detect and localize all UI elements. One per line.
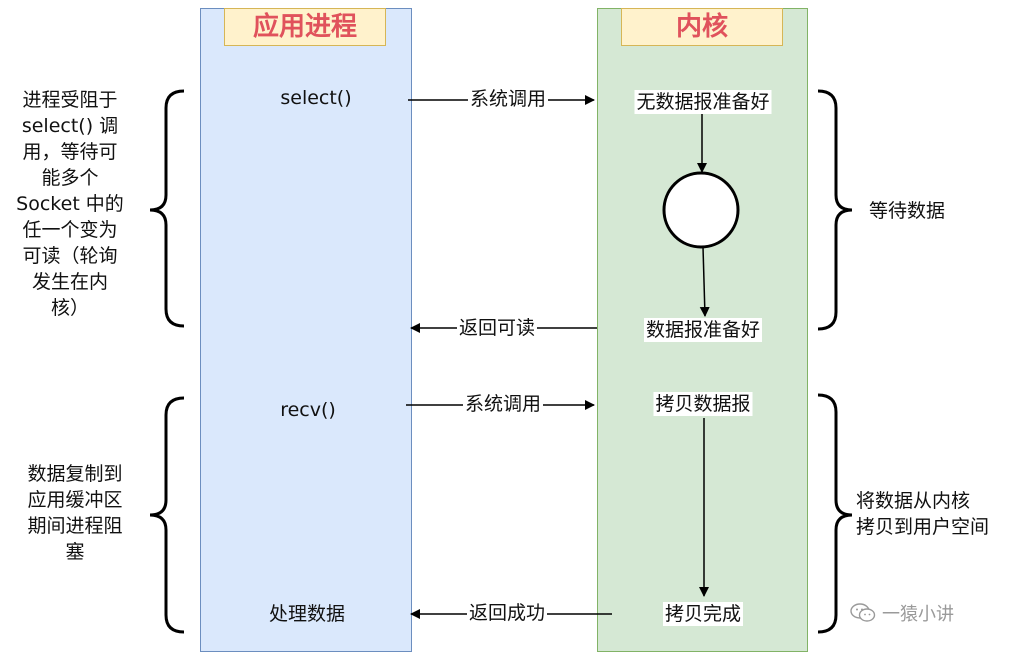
wechat-icon xyxy=(850,602,876,628)
watermark-text: 一猿小讲 xyxy=(882,604,954,625)
copy-datagram-label: 拷贝数据报 xyxy=(653,392,753,416)
note-line: 将数据从内核 xyxy=(856,490,971,512)
copy-done-label: 拷贝完成 xyxy=(662,602,744,626)
return-success-label: 返回成功 xyxy=(466,601,548,625)
datagram-ready-label: 数据报准备好 xyxy=(643,318,763,342)
app-process-lane xyxy=(200,8,412,652)
right-note-copy-to-user: 将数据从内核 拷贝到用户空间 xyxy=(856,488,1032,540)
note-line: 能多个 xyxy=(41,167,99,189)
note-line: 应用缓冲区 xyxy=(27,489,123,511)
return-readable-label: 返回可读 xyxy=(456,316,538,340)
right-brace-top xyxy=(817,89,853,331)
note-line: 核） xyxy=(50,297,89,319)
syscall-label-2: 系统调用 xyxy=(462,392,544,416)
app-process-title: 应用进程 xyxy=(224,8,386,46)
left-brace-bottom xyxy=(149,396,185,634)
note-line: 期间进程阻 xyxy=(27,515,123,537)
no-datagram-ready-label: 无数据报准备好 xyxy=(634,90,772,114)
left-note-select-blocking: 进程受阻于 select() 调 用，等待可 能多个 Socket 中的 任一个… xyxy=(0,87,140,321)
note-line: 塞 xyxy=(65,541,85,563)
waiting-circle xyxy=(662,171,740,249)
left-brace-top xyxy=(149,89,185,328)
note-line: Socket 中的 xyxy=(16,193,124,215)
note-line: 任一个变为 xyxy=(22,219,118,241)
watermark: 一猿小讲 xyxy=(850,600,954,628)
select-call-label: select() xyxy=(280,87,352,109)
recv-call-label: recv() xyxy=(280,399,336,421)
note-line: 拷贝到用户空间 xyxy=(856,516,990,538)
note-line: 进程受阻于 xyxy=(22,89,118,111)
kernel-title: 内核 xyxy=(621,8,783,46)
handle-data-label: 处理数据 xyxy=(268,603,346,625)
note-line: 用，等待可 xyxy=(22,141,118,163)
right-brace-bottom xyxy=(817,393,853,634)
note-line: select() 调 xyxy=(21,115,119,137)
note-line: 发生在内 xyxy=(31,271,108,293)
left-note-copy-blocking: 数据复制到 应用缓冲区 期间进程阻 塞 xyxy=(10,461,140,565)
note-line: 数据复制到 xyxy=(27,463,123,485)
wait-arrow-down-2 xyxy=(699,246,710,317)
right-note-waiting-data: 等待数据 xyxy=(869,200,946,222)
syscall-label-1: 系统调用 xyxy=(467,87,549,111)
note-line: 可读（轮询 xyxy=(22,245,118,267)
